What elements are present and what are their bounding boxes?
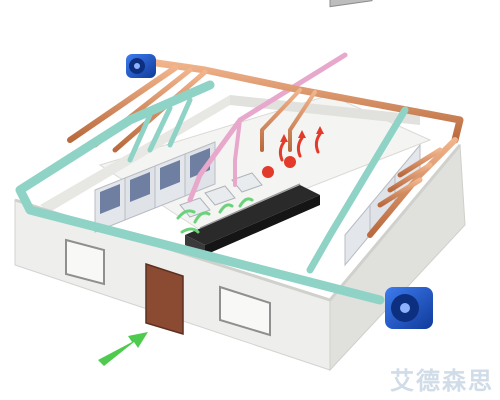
- exhaust-arrowheads: [280, 126, 324, 142]
- pink-duct-branch: [233, 118, 242, 187]
- back-wall-right: [230, 95, 420, 125]
- supply-duct-loop: [15, 80, 409, 305]
- exhaust-duct-network: [67, 58, 464, 238]
- canopy-hoods: [179, 156, 296, 218]
- window-left: [65, 238, 105, 286]
- lab-bench: [185, 183, 320, 255]
- roof-unit: [329, 0, 373, 8]
- fresh-air-arrow-icon: [98, 332, 148, 366]
- door: [145, 262, 184, 336]
- watermark-logo: 艾德森思: [390, 367, 494, 395]
- green-airflow-arrows: [176, 197, 254, 234]
- fume-hood-row: [94, 141, 216, 233]
- blower-fan-icon: [126, 54, 156, 78]
- exhaust-arrow-icon: [278, 132, 322, 162]
- blower-fan-icon: [385, 287, 433, 329]
- window-right: [219, 285, 271, 337]
